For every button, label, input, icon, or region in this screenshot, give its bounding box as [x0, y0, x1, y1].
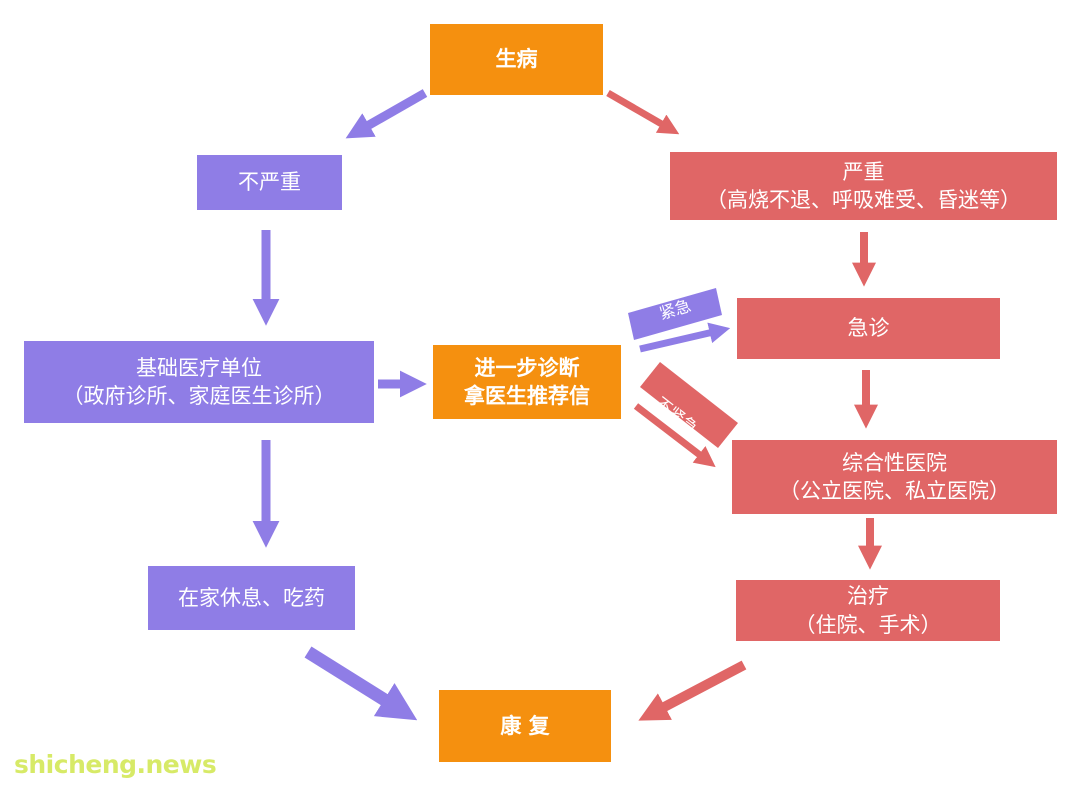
node-further-diagnosis: 进一步诊断 拿医生推荐信	[433, 345, 621, 419]
node-basic-medical-line2: （政府诊所、家庭医生诊所）	[62, 384, 336, 408]
node-treatment: 治疗 （住院、手术）	[736, 580, 1000, 641]
node-further-diagnosis-line1: 进一步诊断	[474, 355, 580, 380]
node-recovery-line1: 康 复	[500, 713, 550, 738]
node-rest-at-home-line1: 在家休息、吃药	[178, 585, 325, 610]
node-general-hospital: 综合性医院 （公立医院、私立医院）	[732, 440, 1057, 514]
node-not-serious-line1: 不严重	[238, 170, 301, 195]
node-treatment-line2: （住院、手术）	[794, 612, 942, 637]
arrow-rest-to-recovery	[304, 646, 418, 721]
node-further-diagnosis-line2: 拿医生推荐信	[464, 384, 590, 408]
arrow-diagnosis-to-hospital	[633, 403, 716, 468]
arrow-diagnosis-to-emergency	[639, 322, 731, 353]
urgent-label-flag	[628, 288, 722, 340]
node-not-serious: 不严重	[197, 155, 342, 210]
node-sick-line1: 生病	[495, 47, 538, 72]
node-emergency: 急诊	[737, 298, 1000, 359]
arrow-sick-to-serious	[606, 89, 680, 135]
node-emergency-line1: 急诊	[847, 316, 890, 341]
node-basic-medical: 基础医疗单位 （政府诊所、家庭医生诊所）	[24, 341, 374, 423]
node-general-hospital-line1: 综合性医院	[842, 450, 947, 475]
node-serious: 严重 （高烧不退、呼吸难受、昏迷等）	[670, 152, 1057, 220]
not-urgent-label-flag	[640, 362, 738, 448]
node-sick: 生病	[430, 24, 603, 95]
node-treatment-line1: 治疗	[847, 584, 889, 609]
node-recovery: 康 复	[439, 690, 611, 762]
node-serious-line2: （高烧不退、呼吸难受、昏迷等）	[706, 188, 1021, 212]
arrow-sick-to-not-serious	[345, 89, 428, 139]
node-basic-medical-line1: 基础医疗单位	[136, 355, 262, 380]
watermark: shicheng.news	[14, 750, 217, 779]
node-general-hospital-line2: （公立医院、私立医院）	[779, 479, 1010, 503]
node-rest-at-home: 在家休息、吃药	[148, 566, 355, 630]
node-serious-line1: 严重	[842, 159, 885, 184]
arrow-treatment-to-recovery	[638, 660, 747, 721]
